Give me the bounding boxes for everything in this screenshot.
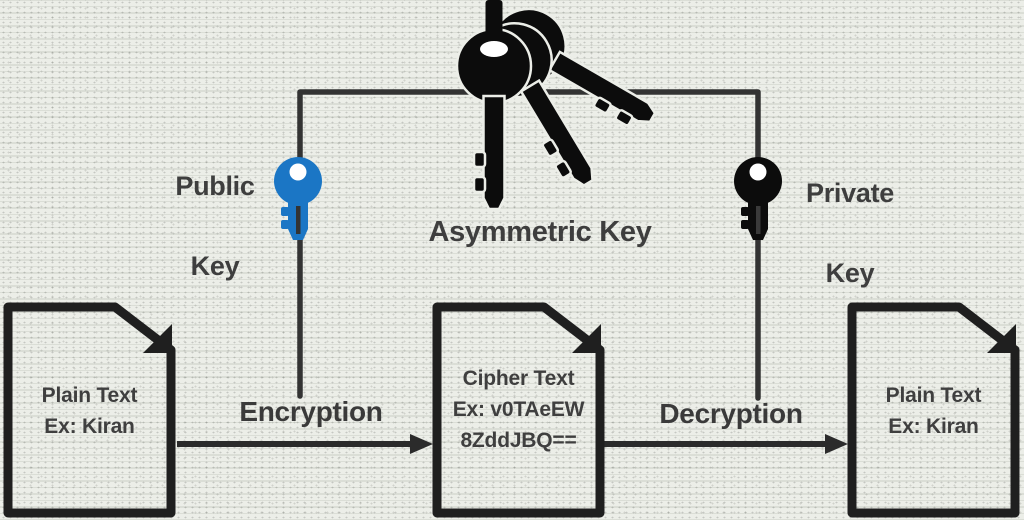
decryption-arrow [604,434,848,454]
private-key-label: Private Key [765,173,935,293]
keyring-hole [480,41,508,57]
arrow-right-icon [410,434,433,454]
encryption-label: Encryption [239,396,383,427]
key-hanger [485,0,503,40]
doc-line: Plain Text [885,384,982,407]
public-key-label: Public Key [130,166,300,286]
doc-line: Ex: Kiran [44,415,135,438]
private-key-icon [734,157,782,240]
private-key-label-line2: Key [825,258,875,288]
key-hole [289,163,307,181]
doc-line: 8ZddJBQ== [460,429,577,452]
public-key-label-line1: Public [175,171,255,201]
key-hole [749,163,767,181]
private-key-label-line1: Private [806,178,894,208]
key-slot [756,206,761,234]
plaintext-output-text: Plain Text Ex: Kiran [852,380,1015,442]
folded-corner [987,324,1016,353]
folded-corner [572,324,601,353]
document-icon [432,302,605,518]
public-key-icon [274,157,322,240]
document-icon [847,302,1020,518]
asymmetric-key-label: Asymmetric Key [428,216,652,248]
plaintext-input-text: Plain Text Ex: Kiran [8,380,171,442]
public-key-label-line2: Key [190,251,240,281]
doc-line: Cipher Text [462,367,575,390]
doc-line: Ex: v0TAeEW [452,398,585,421]
decryption-label: Decryption [659,398,803,429]
key-slot [296,206,301,234]
folded-corner [143,324,172,353]
document-icon [3,302,176,518]
ciphertext-text: Cipher Text Ex: v0TAeEW 8ZddJBQ== [437,363,600,456]
key-bundle-icon [455,0,657,211]
arrow-right-icon [825,434,848,454]
doc-line: Ex: Kiran [888,415,979,438]
encryption-arrow [177,434,433,454]
doc-line: Plain Text [41,384,138,407]
